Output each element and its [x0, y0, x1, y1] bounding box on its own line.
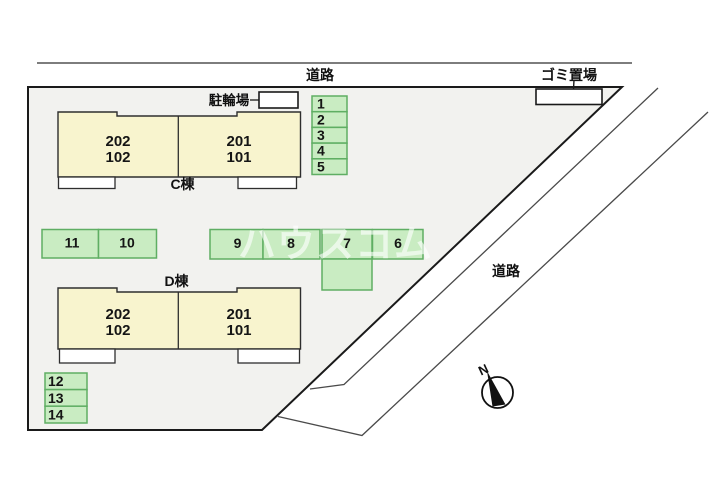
- compass-circle: [481, 376, 514, 409]
- stall-number-7: 7: [343, 235, 351, 251]
- stall-number-10: 10: [119, 235, 135, 251]
- parking-stall: [311, 158, 348, 176]
- bicycle-parking-label: 駐輪場: [209, 92, 250, 108]
- parking-stall: [321, 228, 373, 260]
- stall-number-12: 12: [48, 373, 64, 389]
- stall-number-5: 5: [317, 158, 325, 174]
- parking-stall-numbers: 1 2 3 4 5 11 10 9 8 7 6 12 13 14: [48, 96, 402, 423]
- stall-number-8: 8: [287, 235, 295, 251]
- building-c-left-lower-unit: 102: [105, 149, 130, 166]
- parking-middle-row: [41, 228, 424, 291]
- building-d-entry-left: [58, 348, 116, 364]
- building-c-left-upper-unit: 202: [105, 133, 130, 150]
- parking-stall: [262, 228, 321, 260]
- building-c-right-upper-unit: 201: [226, 133, 251, 150]
- building-d-right-upper-unit: 201: [226, 306, 251, 323]
- building-c: 202 102 201 101 C棟: [57, 111, 302, 192]
- building-d-entry-right: [237, 348, 301, 364]
- stall-number-6: 6: [394, 235, 402, 251]
- road-side-inner-line: [309, 87, 659, 390]
- building-c-name: C棟: [170, 176, 195, 192]
- stall-number-1: 1: [317, 96, 325, 112]
- garbage-area-box: [535, 88, 603, 106]
- stall-number-4: 4: [317, 143, 325, 159]
- bicycle-parking-box: [258, 91, 299, 109]
- stall-number-2: 2: [317, 111, 325, 127]
- watermark: ハウスコム: [238, 224, 433, 266]
- building-d-right-lower-unit: 101: [226, 322, 251, 339]
- stall-number-3: 3: [317, 127, 325, 143]
- parking-stall: [44, 405, 88, 424]
- stall-number-9: 9: [234, 235, 242, 251]
- compass-needle-icon: [487, 371, 506, 407]
- parking-stall: [371, 228, 424, 260]
- building-c-entry-right: [237, 176, 298, 190]
- stall-number-14: 14: [48, 406, 64, 422]
- garbage-area-label: ゴミ置場: [541, 67, 597, 83]
- parking-right-column: [311, 95, 348, 176]
- stall-number-11: 11: [65, 235, 80, 251]
- building-c-right-lower-unit: 101: [226, 149, 251, 166]
- road-side-outer-line: [277, 111, 709, 437]
- road-label-side: 道路: [492, 263, 521, 279]
- building-d-left-lower-unit: 102: [105, 322, 130, 339]
- building-c-entry-left: [57, 176, 116, 190]
- building-d-left-upper-unit: 202: [105, 306, 130, 323]
- parking-stall: [97, 228, 158, 259]
- road-label-top: 道路: [306, 67, 335, 83]
- parking-bottom-column: [44, 372, 88, 424]
- building-d-name: D棟: [164, 273, 189, 289]
- building-c-outline: [57, 111, 302, 178]
- building-d: D棟 202 102 201 101: [57, 273, 302, 364]
- parking-stall: [321, 258, 373, 291]
- stall-number-13: 13: [48, 390, 64, 406]
- building-d-outline: [57, 287, 302, 350]
- north-compass: N: [476, 361, 514, 409]
